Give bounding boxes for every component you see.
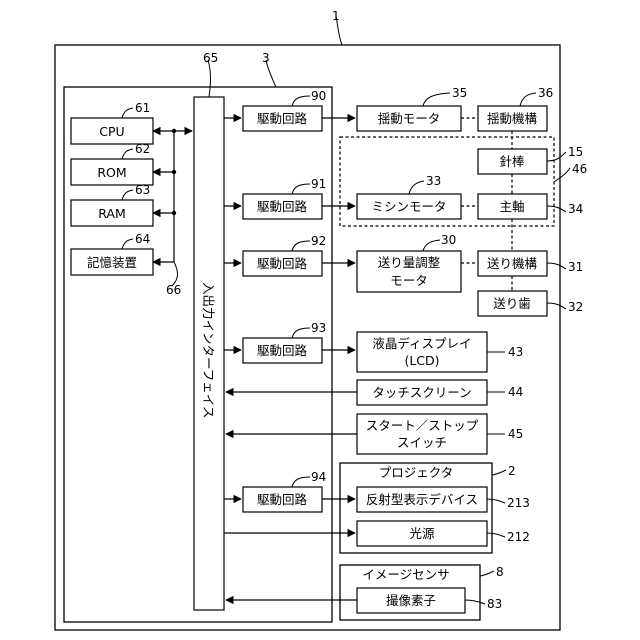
drive91-ref: 91 bbox=[311, 177, 326, 191]
sewing-motor-label: ミシンモータ bbox=[371, 199, 446, 214]
swing-motor-leader bbox=[423, 93, 450, 106]
needle-bar-ref: 15 bbox=[568, 145, 583, 159]
drive93-ref: 93 bbox=[311, 321, 326, 335]
projector-label: プロジェクタ bbox=[379, 465, 454, 480]
io-interface-leader bbox=[208, 60, 210, 97]
feed-motor-ref: 30 bbox=[441, 233, 456, 247]
touch-screen-label: タッチスクリーン bbox=[372, 385, 471, 400]
cpu-label: CPU bbox=[99, 124, 124, 139]
group46-ref: 46 bbox=[572, 162, 587, 176]
reflective-device-ref: 213 bbox=[507, 496, 530, 510]
image-sensor-leader bbox=[480, 571, 494, 576]
sewing-motor-ref: 33 bbox=[426, 174, 441, 188]
feed-dog-ref: 32 bbox=[568, 300, 583, 314]
drive-circuit-94-label: 駆動回路 bbox=[257, 492, 308, 507]
swing-mechanism-label: 揺動機構 bbox=[487, 111, 538, 126]
swing-motor-label: 揺動モータ bbox=[378, 111, 441, 126]
imaging-element-ref: 83 bbox=[487, 597, 502, 611]
rom-leader bbox=[122, 149, 133, 159]
start-stop-label-2: スイッチ bbox=[397, 435, 447, 450]
feed-dog-leader bbox=[547, 303, 566, 309]
feed-mechanism-ref: 31 bbox=[568, 260, 583, 274]
touch-screen-ref: 44 bbox=[508, 385, 523, 399]
lcd-label-1: 液晶ディスプレイ bbox=[372, 336, 471, 351]
feed-motor-label-2: モータ bbox=[390, 273, 428, 288]
io-interface-ref: 65 bbox=[203, 51, 218, 65]
storage-leader bbox=[122, 239, 133, 249]
lcd-ref: 43 bbox=[508, 345, 523, 359]
projector-leader bbox=[492, 470, 506, 475]
lcd-label-2: (LCD) bbox=[404, 353, 439, 368]
imaging-element-label: 撮像素子 bbox=[386, 593, 436, 608]
drive-circuit-91-label: 駆動回路 bbox=[257, 199, 308, 214]
group46-leader bbox=[554, 168, 570, 182]
sewing-motor-leader bbox=[409, 181, 424, 194]
cpu-leader bbox=[122, 108, 133, 118]
drive90-ref: 90 bbox=[311, 89, 326, 103]
drive92-ref: 92 bbox=[311, 234, 326, 248]
image-sensor-label: イメージセンサ bbox=[362, 567, 449, 582]
start-stop-label-1: スタート／ストップ bbox=[366, 418, 479, 433]
needle-bar-label: 針棒 bbox=[499, 154, 525, 169]
ram-label: RAM bbox=[98, 206, 126, 221]
start-stop-ref: 45 bbox=[508, 427, 523, 441]
ram-ref: 63 bbox=[135, 183, 150, 197]
drive93-leader bbox=[292, 328, 310, 338]
feed-motor-label-1: 送り量調整 bbox=[378, 255, 441, 270]
io-to-drive-arrows bbox=[224, 118, 241, 499]
device-ref: 1 bbox=[332, 9, 340, 23]
swing-motor-ref: 35 bbox=[452, 86, 467, 100]
light-source-leader bbox=[487, 533, 505, 537]
main-shaft-ref: 34 bbox=[568, 202, 583, 216]
storage-label: 記憶装置 bbox=[87, 255, 137, 270]
drive94-ref: 94 bbox=[311, 470, 326, 484]
reflective-device-leader bbox=[487, 499, 505, 503]
internal-bus bbox=[153, 129, 192, 262]
rom-ref: 62 bbox=[135, 142, 150, 156]
drive92-leader bbox=[292, 241, 310, 251]
storage-ref: 64 bbox=[135, 232, 150, 246]
drive91-leader bbox=[292, 184, 310, 194]
swing-mechanism-leader bbox=[520, 93, 536, 106]
controller-ref: 3 bbox=[262, 51, 270, 65]
feed-mechanism-label: 送り機構 bbox=[487, 256, 538, 271]
feed-motor-leader bbox=[423, 240, 440, 251]
main-shaft-label: 主軸 bbox=[499, 199, 524, 214]
cpu-ref: 61 bbox=[135, 101, 150, 115]
drive90-leader bbox=[292, 96, 310, 106]
reflective-device-label: 反射型表示デバイス bbox=[366, 492, 478, 507]
swing-mechanism-ref: 36 bbox=[538, 86, 553, 100]
feed-dog-label: 送り歯 bbox=[493, 296, 531, 311]
bus-ref: 66 bbox=[166, 283, 181, 297]
drive-circuit-90-label: 駆動回路 bbox=[257, 111, 308, 126]
light-source-label: 光源 bbox=[409, 526, 435, 541]
main-shaft-leader bbox=[547, 206, 566, 212]
needle-bar-leader bbox=[547, 152, 566, 161]
drive-circuit-93-label: 駆動回路 bbox=[257, 343, 308, 358]
drive94-leader bbox=[292, 477, 310, 487]
drive-to-device-arrows bbox=[322, 118, 355, 499]
feed-mechanism-leader bbox=[547, 263, 566, 269]
image-sensor-ref: 8 bbox=[496, 565, 504, 579]
drive-circuit-92-label: 駆動回路 bbox=[257, 256, 308, 271]
projector-ref: 2 bbox=[508, 464, 516, 478]
rom-label: ROM bbox=[97, 165, 126, 180]
imaging-element-leader bbox=[465, 600, 485, 604]
light-source-ref: 212 bbox=[507, 530, 530, 544]
io-interface-label: 入出力インターフェイス bbox=[201, 282, 216, 418]
ram-leader bbox=[122, 190, 133, 200]
